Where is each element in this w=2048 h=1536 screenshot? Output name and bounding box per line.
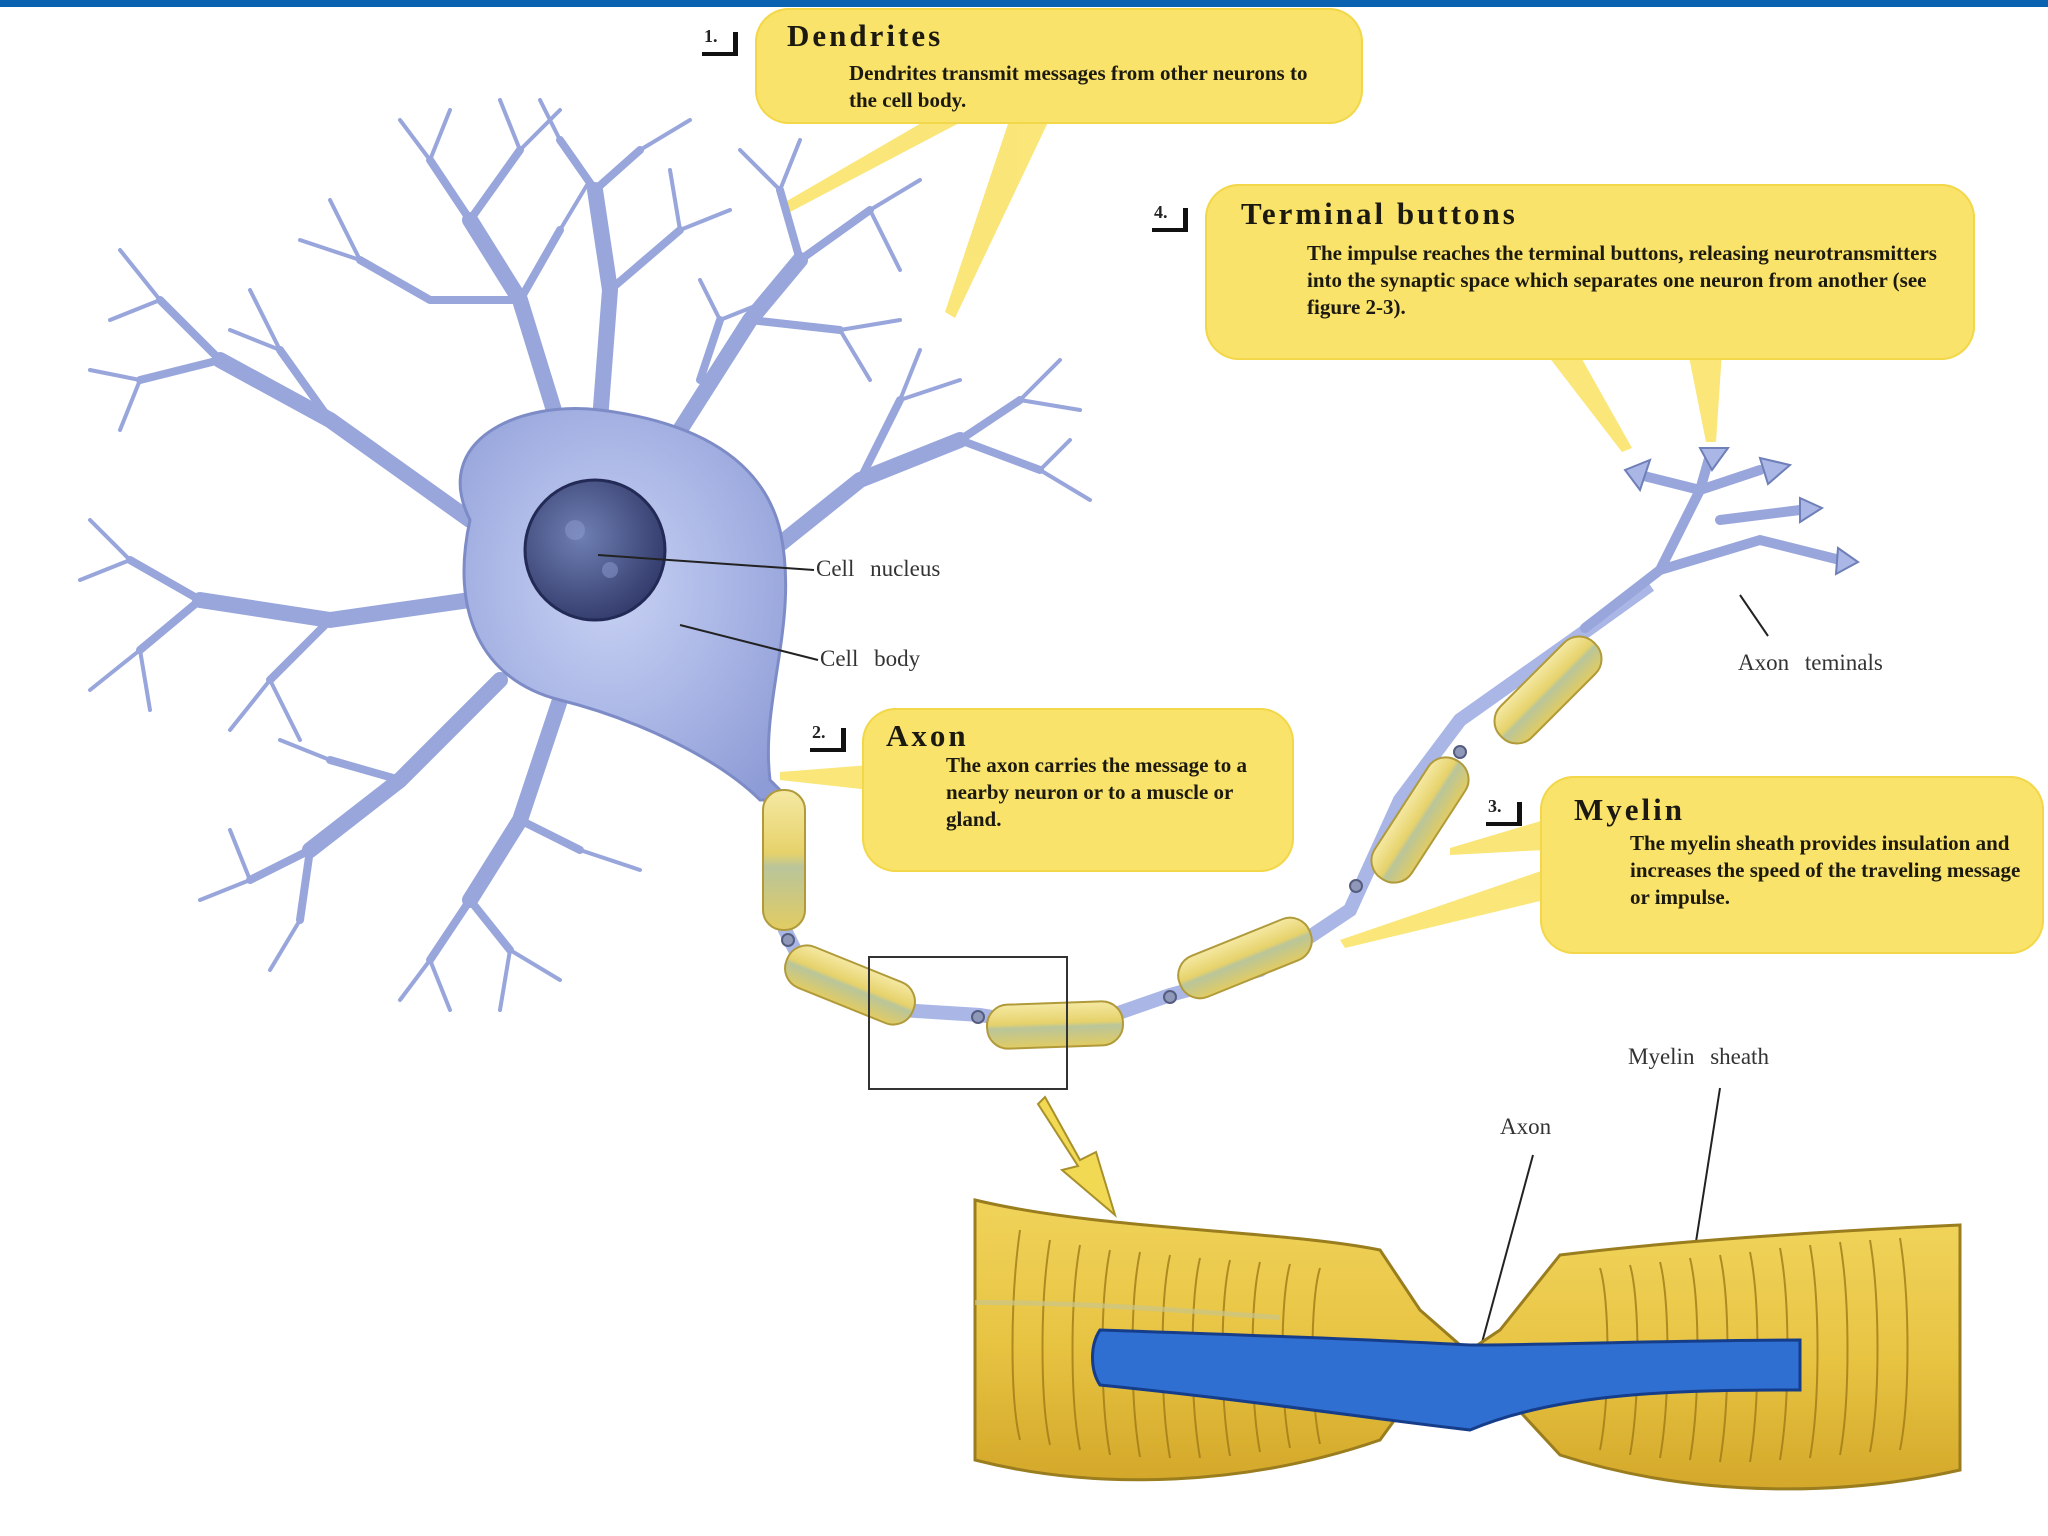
- axon-core-shape: [1091, 1328, 1802, 1432]
- callout-terminal-buttons-text: The impulse reaches the terminal buttons…: [1307, 241, 1937, 319]
- step-1-number: 1.: [704, 26, 718, 46]
- callout-pointers: [780, 112, 1722, 948]
- dendrites-drawing: [78, 98, 1092, 1012]
- callout-dendrites-title: Dendrites: [787, 18, 944, 53]
- nodes-of-ranvier: [781, 745, 1467, 1024]
- step-4-marker: 4.: [1150, 202, 1188, 232]
- step-1-marker: 1.: [700, 26, 738, 56]
- callout-myelin-text: The myelin sheath provides insulation an…: [1630, 831, 2021, 909]
- label-axon-terminals: Axon teminals: [1738, 650, 1883, 675]
- callout-dendrites-text: Dendrites transmit messages from other n…: [849, 61, 1308, 112]
- terminal-buttons-drawing: [1623, 447, 1860, 576]
- label-axon-detail: Axon: [1500, 1114, 1552, 1139]
- myelin-sheath-detail: [973, 1198, 1962, 1491]
- step-3-marker: 3.: [1484, 796, 1522, 826]
- callout-myelin: Myelin The myelin sheath provides insula…: [1540, 776, 2044, 954]
- myelin-segments: [762, 635, 1603, 1050]
- label-myelin-sheath: Myelin sheath: [1628, 1044, 1769, 1069]
- axon-terminals-drawing: [1580, 450, 1845, 633]
- callout-dendrites: Dendrites Dendrites transmit messages fr…: [755, 8, 1363, 124]
- callout-terminal-buttons-title: Terminal buttons: [1241, 196, 1518, 231]
- callout-axon-title: Axon: [886, 718, 969, 753]
- callout-axon: Axon The axon carries the message to a n…: [862, 708, 1294, 872]
- cell-nucleus-shape: [523, 478, 667, 622]
- step-2-number: 2.: [812, 722, 826, 742]
- top-accent-bar: [0, 0, 2048, 7]
- label-cell-body: Cell body: [820, 646, 921, 671]
- label-cell-nucleus: Cell nucleus: [816, 556, 941, 581]
- callout-terminal-buttons: Terminal buttons The impulse reaches the…: [1205, 184, 1975, 360]
- step-3-number: 3.: [1488, 796, 1502, 816]
- zoom-region-box: [868, 956, 1068, 1090]
- step-2-marker: 2.: [808, 722, 846, 752]
- callout-myelin-title: Myelin: [1574, 792, 1685, 827]
- zoom-arrow: [1036, 1095, 1117, 1218]
- step-4-number: 4.: [1154, 202, 1168, 222]
- callout-axon-text: The axon carries the message to a nearby…: [946, 753, 1247, 831]
